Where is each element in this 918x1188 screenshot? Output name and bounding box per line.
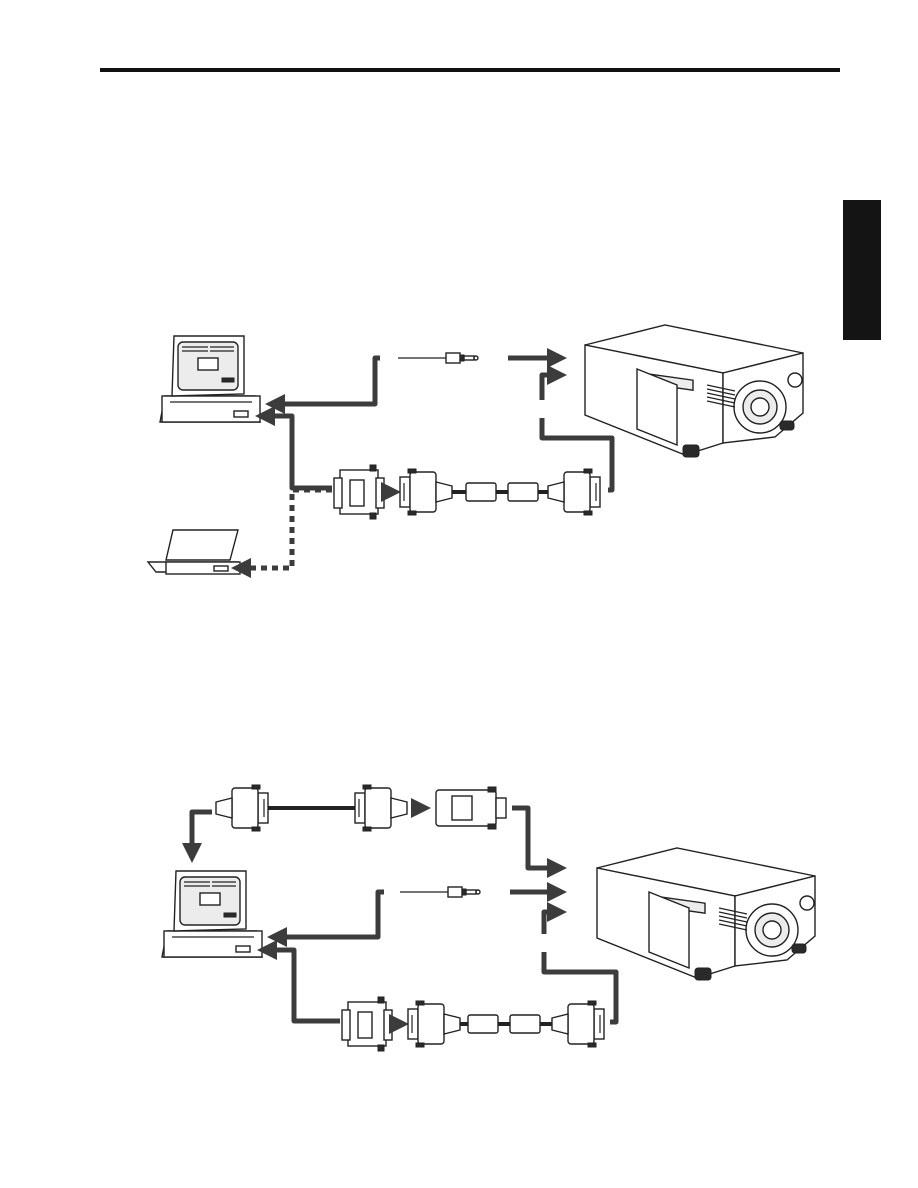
laptop-dashed-connection — [236, 490, 332, 568]
computer-rgb-connection — [260, 416, 332, 488]
ferrite-bead-left — [466, 483, 496, 501]
desktop-computer — [160, 336, 260, 422]
control-cable-plug-right — [355, 785, 407, 831]
ferrite-bead-right — [510, 1015, 540, 1033]
projector — [585, 325, 803, 457]
diagram-2 — [162, 785, 815, 1051]
audio-mini-plug-cable — [400, 887, 480, 897]
ferrite-bead-right — [508, 483, 538, 501]
rgb-cable-plug-right — [548, 469, 600, 515]
audio-connection — [270, 358, 380, 404]
rgb-cable-plug-left — [400, 469, 452, 515]
ferrite-bead-left — [468, 1015, 498, 1033]
vga-adapter — [342, 997, 392, 1051]
projector — [597, 848, 815, 980]
control-cable-plug-left — [216, 785, 268, 831]
audio-mini-plug-cable — [398, 353, 478, 363]
control-adapter — [436, 787, 506, 829]
diagram-1 — [148, 325, 803, 574]
rgb-cable-plug-left — [408, 1001, 460, 1047]
computer-rgb-connection — [262, 950, 340, 1021]
vga-adapter — [334, 465, 384, 519]
laptop-computer — [148, 530, 240, 574]
desktop-computer — [162, 871, 262, 957]
audio-connection — [272, 892, 384, 937]
control-connection — [512, 808, 562, 868]
rgb-cable-plug-right — [552, 1001, 604, 1047]
